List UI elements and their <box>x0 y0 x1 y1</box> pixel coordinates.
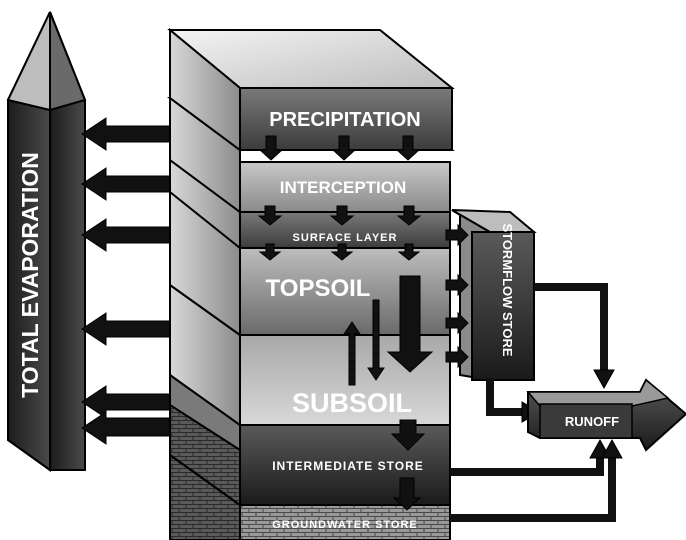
subsoil-label: SUBSOIL <box>292 388 412 418</box>
stormflow-store-box: STORMFLOW STORE <box>451 209 537 382</box>
lateral-flow-arrows <box>445 223 469 369</box>
groundwater-store-layer: GROUNDWATER STORE <box>169 453 451 540</box>
intermediate-store-label: INTERMEDIATE STORE <box>272 459 424 473</box>
evaporation-arrows <box>81 117 186 445</box>
precipitation-layer: PRECIPITATION <box>167 27 455 152</box>
down-arrow <box>331 135 357 161</box>
infiltration-arrows <box>257 135 434 511</box>
down-arrow <box>367 299 385 381</box>
runoff-label: RUNOFF <box>565 414 619 429</box>
stormflow-store-label: STORMFLOW STORE <box>500 223 515 356</box>
interception-label: INTERCEPTION <box>280 178 407 197</box>
total-evaporation-label: TOTAL EVAPORATION <box>17 152 43 398</box>
down-arrow <box>329 205 355 226</box>
up-arrow <box>343 321 361 386</box>
down-arrow <box>397 243 421 261</box>
down-arrow <box>258 135 284 161</box>
groundwater-store-label: GROUNDWATER STORE <box>272 519 418 531</box>
lateral-arrow <box>445 345 469 369</box>
down-arrow <box>392 477 422 511</box>
down-arrow <box>258 243 282 261</box>
down-arrow <box>330 243 354 261</box>
lateral-arrow <box>445 311 469 335</box>
lateral-arrow <box>445 273 469 297</box>
down-arrow <box>257 205 283 226</box>
precipitation-label: PRECIPITATION <box>269 109 420 131</box>
percolation-arrow <box>386 275 434 373</box>
down-arrow <box>395 135 421 161</box>
down-arrow <box>390 419 426 451</box>
runoff-box: RUNOFF <box>526 378 686 452</box>
total-evaporation-column: TOTAL EVAPORATION <box>6 11 87 472</box>
topsoil-label: TOPSOIL <box>266 275 371 302</box>
down-arrow <box>396 205 422 226</box>
runoff-flow-lines <box>450 283 616 522</box>
surface-layer-label: SURFACE LAYER <box>293 232 398 244</box>
lateral-arrow <box>445 223 469 247</box>
